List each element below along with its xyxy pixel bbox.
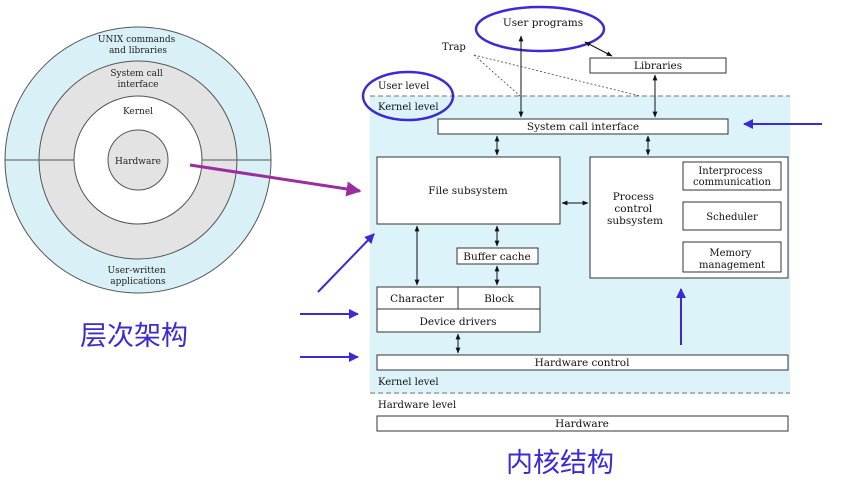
kernel-ring-label: Kernel (123, 107, 153, 117)
kernel-structure-label: 内核结构 (506, 448, 614, 479)
process-control-label: Process control subsystem (607, 191, 663, 227)
kernel-structure-diagram: User programs Libraries Trap User level … (361, 5, 790, 432)
scheduler-label: Scheduler (706, 212, 758, 223)
layered-ring-diagram: UNIX commands and libraries System call … (4, 26, 272, 294)
core-hardware-label: Hardware (115, 157, 161, 167)
hardware-control-box (376, 354, 789, 371)
hardware-level-label: Hardware level (378, 400, 456, 411)
kernel-level-bottom-label: Kernel level (378, 377, 439, 388)
syscall-ring-label: System call interface (110, 69, 165, 90)
hardware-pointer-arrow (189, 163, 362, 197)
memory-management-label: Memory management (699, 248, 765, 271)
device-drivers-label: Device drivers (419, 316, 496, 328)
trap-label: Trap (442, 42, 466, 53)
kernel-level-top-label: Kernel level (378, 102, 439, 113)
libraries-label: Libraries (634, 60, 682, 72)
hardware-box (376, 415, 789, 432)
system-call-interface-label: System call interface (527, 121, 639, 133)
memory-management-box (682, 241, 782, 273)
bottom-ring-label: User-written applications (108, 266, 169, 287)
level-highlight (361, 70, 455, 122)
hardware-control-label: Hardware control (535, 357, 631, 369)
scheduler-box (682, 201, 782, 231)
ipc-label: Interprocess communication (693, 166, 771, 188)
file-subsystem-box (376, 156, 561, 225)
outer-ring-label: UNIX commands and libraries (98, 35, 178, 56)
file-annotation-arrow (317, 233, 375, 293)
system-call-interface-box (437, 118, 729, 135)
layered-architecture-label: 层次架构 (80, 321, 188, 352)
file-subsystem-label: File subsystem (428, 185, 508, 197)
libraries-box (589, 57, 727, 74)
annotation-arrows (300, 119, 822, 362)
programs-libraries-arrow (584, 41, 613, 57)
block-label: Block (484, 293, 514, 305)
buffer-cache-label: Buffer cache (463, 251, 531, 263)
hardware-label: Hardware (555, 418, 609, 430)
user-level-label: User level (378, 81, 429, 92)
ipc-box (682, 161, 782, 191)
user-programs-highlight (474, 5, 606, 53)
user-programs-label: User programs (503, 17, 583, 29)
buffer-cache-box (456, 247, 539, 265)
character-label: Character (390, 293, 445, 305)
trap-line-1 (473, 54, 521, 97)
core-hardware (107, 129, 169, 191)
trap-line-2 (473, 54, 641, 97)
